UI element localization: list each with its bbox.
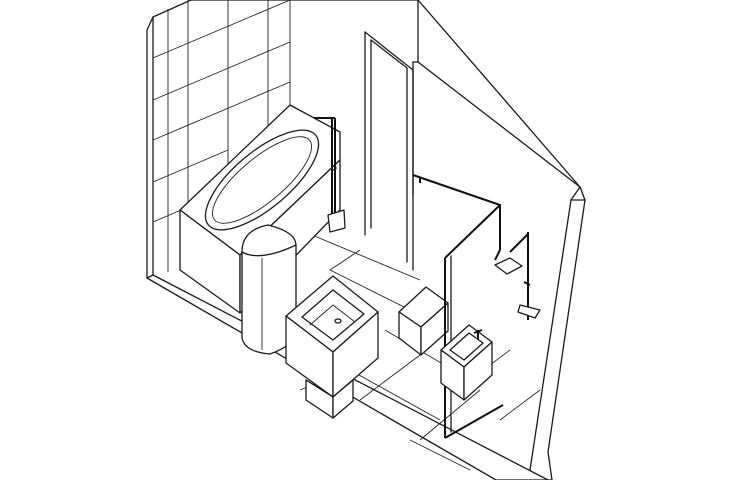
door bbox=[364, 31, 414, 271]
bath-faucet-stand bbox=[314, 117, 346, 233]
main-vanity bbox=[285, 275, 379, 419]
shower-basin bbox=[440, 324, 493, 401]
wall-cabinet bbox=[398, 286, 449, 356]
shower-screen bbox=[412, 174, 504, 439]
room-walls bbox=[146, 0, 586, 480]
shower-column bbox=[494, 232, 541, 320]
